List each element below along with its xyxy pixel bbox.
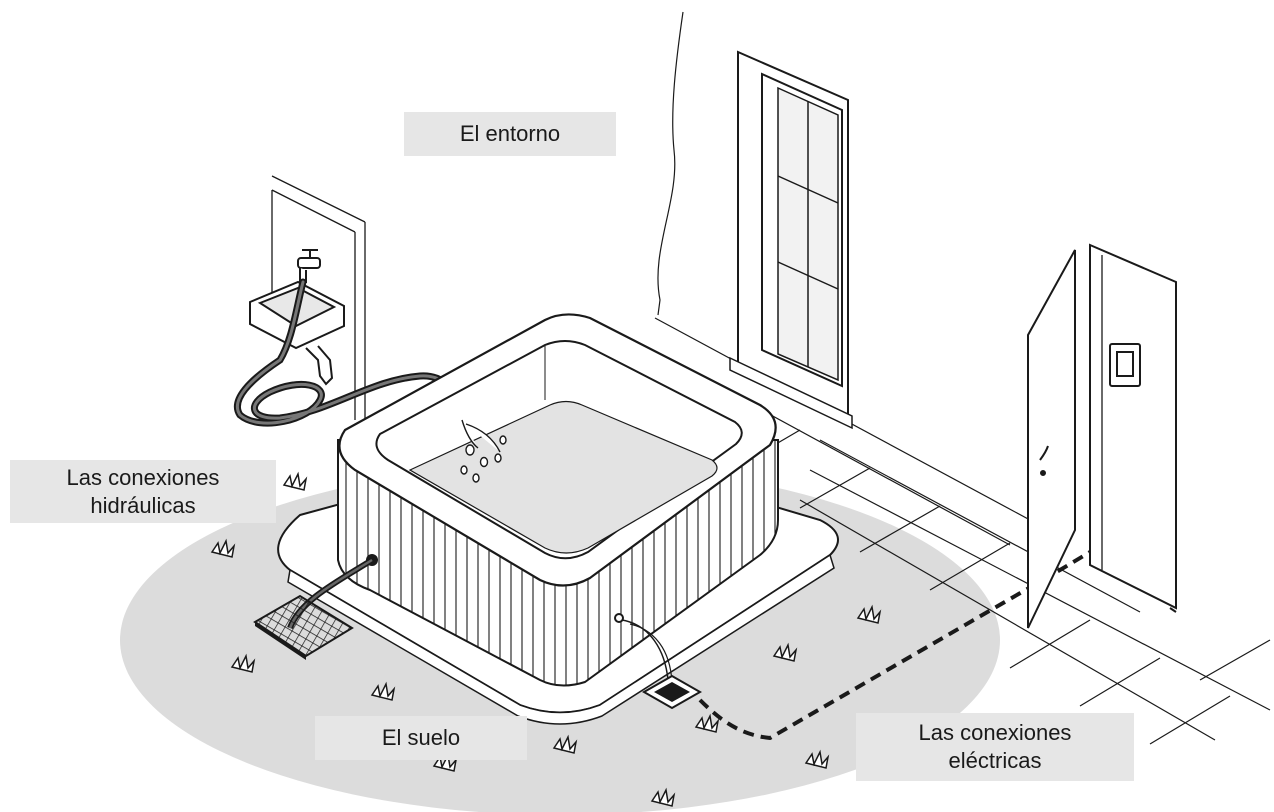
label-electrical-connections: Las conexiones eléctricas: [856, 713, 1134, 781]
door-icon: [1027, 243, 1177, 629]
electrical-box-icon: [1109, 343, 1141, 387]
label-environment-text: El entorno: [459, 121, 561, 146]
tub-base-edge: [287, 553, 835, 725]
label-ground-text: El suelo: [381, 725, 461, 750]
electrical-pit: [621, 619, 703, 710]
label-hydraulic-line2: hidráulicas: [90, 492, 196, 518]
label-hydraulic-connections: Las conexiones hidráulicas: [10, 460, 276, 523]
hose-icon: [233, 278, 466, 427]
faucet-icon: [297, 249, 321, 283]
drain-grate-icon: [253, 594, 354, 660]
label-electric-line2: eléctricas: [948, 748, 1042, 773]
grass-tuft-icon: [210, 471, 882, 807]
window-icon: [729, 50, 853, 430]
label-environment: El entorno: [404, 112, 616, 156]
hot-tub-icon: [337, 313, 779, 687]
label-electric-line1: Las conexiones: [918, 720, 1072, 745]
label-ground: El suelo: [315, 716, 527, 760]
wall-edge: [657, 11, 684, 316]
label-hydraulic-line1: Las conexiones: [66, 464, 220, 490]
